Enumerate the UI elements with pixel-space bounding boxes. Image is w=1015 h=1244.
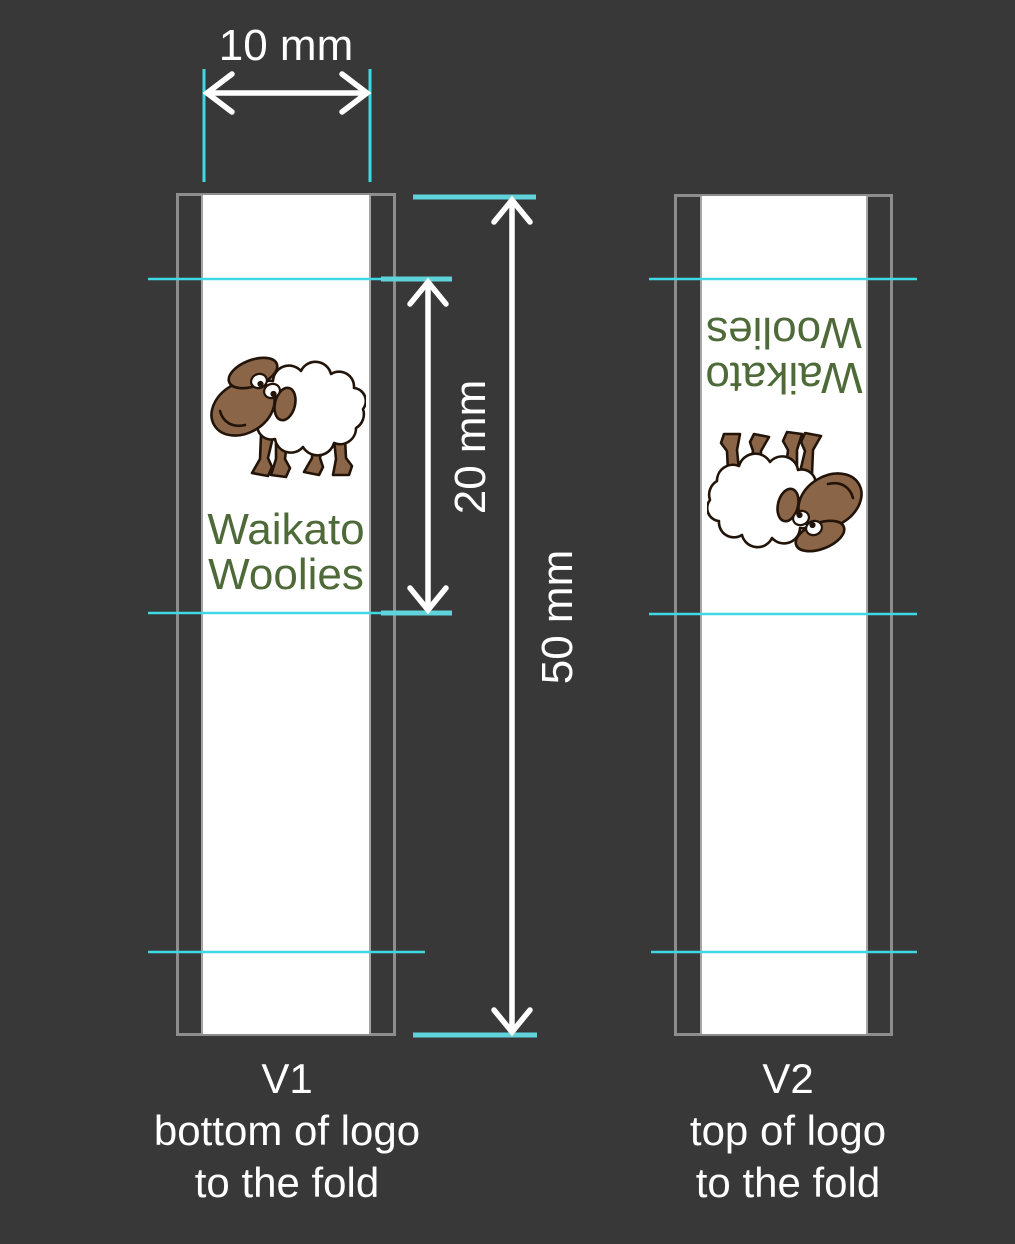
v1-label-strip xyxy=(201,195,371,1034)
caption-v1: V1 bottom of logo to the fold xyxy=(97,1053,477,1209)
brand-line1: Waikato xyxy=(207,505,365,554)
arrow-20mm xyxy=(407,277,449,615)
brand-line1: Waikato xyxy=(705,353,863,402)
caption-v1-line1: bottom of logo xyxy=(153,1107,421,1154)
brand-text-v1: Waikato Woolies xyxy=(202,507,370,597)
width-extension-lines xyxy=(202,69,372,182)
brand-text-v2: Waikato Woolies xyxy=(700,308,868,402)
caption-v1-title: V1 xyxy=(261,1055,313,1102)
caption-v2-title: V2 xyxy=(762,1055,814,1102)
sheep-logo-icon xyxy=(210,356,366,479)
dimension-ticks xyxy=(381,194,537,1038)
caption-v2-line1: top of logo xyxy=(689,1107,887,1154)
dim-width-label: 10 mm xyxy=(218,21,354,70)
caption-v1-line2: to the fold xyxy=(194,1159,380,1206)
caption-v2-line2: to the fold xyxy=(695,1159,881,1206)
brand-line2: Woolies xyxy=(706,308,862,357)
arrow-10mm xyxy=(202,71,372,115)
caption-v2: V2 top of logo to the fold xyxy=(598,1053,978,1209)
brand-line2: Woolies xyxy=(208,550,364,599)
arrow-50mm xyxy=(491,195,533,1037)
dim-20mm-label: 20 mm xyxy=(446,379,495,515)
dim-50mm-label: 50 mm xyxy=(533,549,582,685)
sheep-logo-icon-flipped xyxy=(707,430,863,553)
